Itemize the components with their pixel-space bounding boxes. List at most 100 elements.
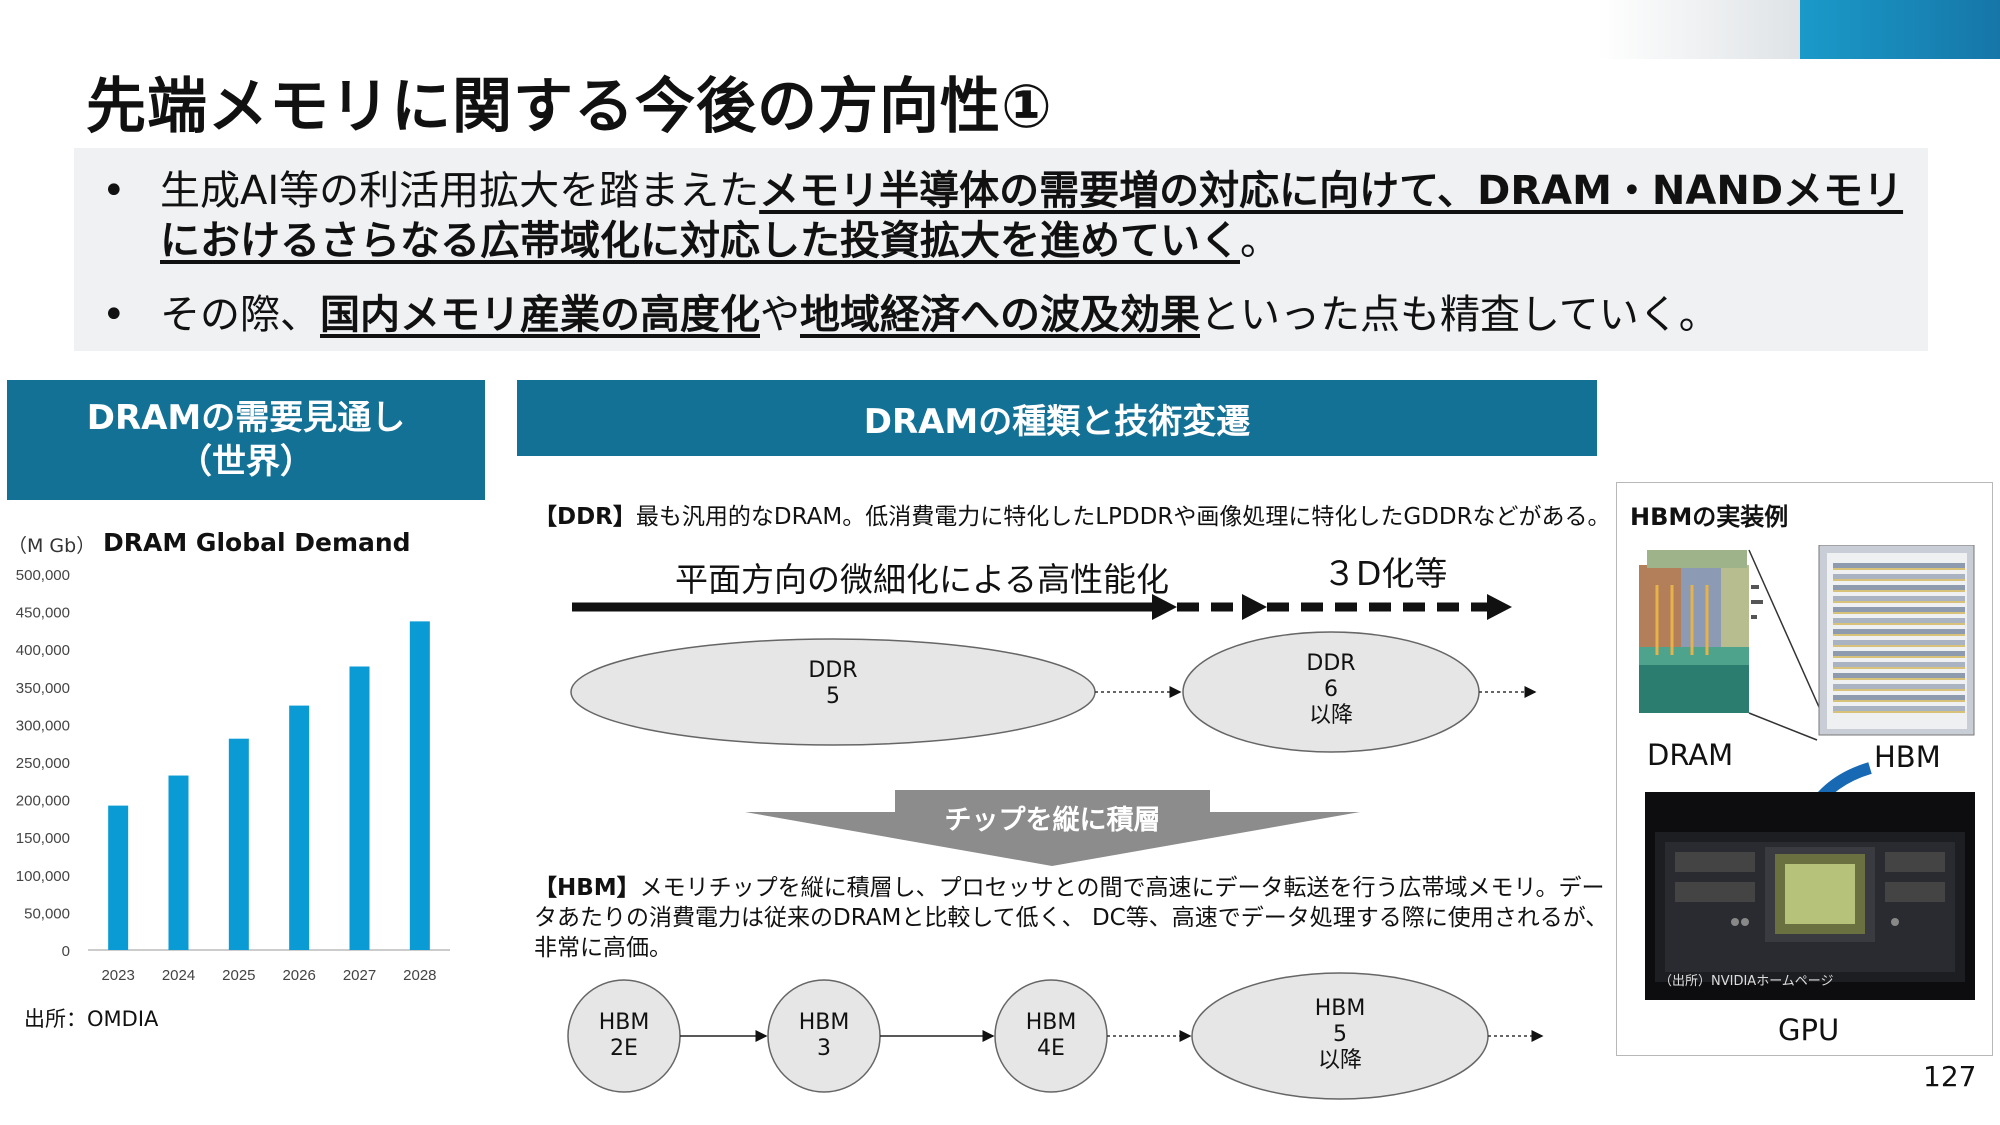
x-tick-label: 2026 <box>282 967 315 984</box>
bullet-box: • 生成AI等の利活用拡大を踏まえたメモリ半導体の需要増の対応に向けて、DRAM… <box>74 148 1928 351</box>
hbm2e-label-line2: 2E <box>610 1036 638 1061</box>
arrow-label-miniaturization: 平面方向の微細化による高性能化 <box>675 560 1170 599</box>
cross-section-bumps <box>1833 612 1965 614</box>
cross-section-bumps <box>1833 623 1965 625</box>
y-tick-label: 450,000 <box>16 605 70 622</box>
chart-source: 出所：OMDIA <box>24 1007 159 1031</box>
bar-2023 <box>108 805 129 950</box>
cross-section-layer <box>1833 651 1965 656</box>
dram-stack-image <box>1639 550 1763 713</box>
cross-section-layer <box>1833 596 1965 601</box>
hbm2e-label: HBM 2E <box>564 1010 684 1062</box>
x-tick-label: 2024 <box>162 967 195 984</box>
y-tick-label: 350,000 <box>16 680 70 697</box>
cross-section-bumps <box>1833 634 1965 636</box>
hbm5-label-line2: 5 <box>1333 1022 1347 1047</box>
cross-section-layer <box>1833 585 1965 590</box>
y-tick-label: 250,000 <box>16 755 70 772</box>
hbm-panel-title: HBMの実装例 <box>1630 503 1789 531</box>
cross-section-bumps <box>1833 678 1965 680</box>
ddr6-label-line2: 6 <box>1324 677 1338 702</box>
hbm4e-label-line2: 4E <box>1037 1036 1065 1061</box>
ddr-roadmap-diagram <box>570 594 1537 753</box>
ddr5-label-line2: 5 <box>826 684 840 709</box>
bullet-dot-icon: • <box>102 292 126 338</box>
cross-section-layer <box>1833 563 1965 568</box>
bar-2025 <box>228 738 249 950</box>
cross-section-layer <box>1833 607 1965 612</box>
dashed-arrow-head-1-icon <box>1242 594 1267 620</box>
stack-transition-arrow <box>745 790 1360 866</box>
bar-2028 <box>409 621 430 950</box>
cross-section-layer <box>1833 684 1965 689</box>
x-tick-label: 2023 <box>101 967 134 984</box>
bullet-2-text-c: や <box>760 292 800 338</box>
demand-forecast-header: DRAMの需要見通し （世界） <box>7 380 485 500</box>
hbm4e-label: HBM 4E <box>991 1010 1111 1062</box>
hbm5-label-line1: HBM <box>1314 996 1366 1021</box>
x-tick-label: 2028 <box>403 967 436 984</box>
hbm3-label-line1: HBM <box>798 1010 850 1035</box>
cross-section-bumps <box>1833 568 1965 570</box>
label-dram: DRAM <box>1647 738 1734 772</box>
hbm-roadmap-diagram <box>567 972 1544 1100</box>
arrow-label-3d: ３D化等 <box>1323 554 1448 593</box>
cross-section-bumps <box>1833 700 1965 702</box>
ddr-note: 【DDR】最も汎用的なDRAM。低消費電力に特化したLPDDRや画像処理に特化し… <box>534 497 1611 531</box>
hbm5-label: HBM 5 以降 <box>1280 996 1400 1074</box>
cross-section-bumps <box>1833 579 1965 581</box>
ddr6-label: DDR 6 以降 <box>1271 651 1391 729</box>
cross-section-bumps <box>1833 601 1965 603</box>
page-title: 先端メモリに関する今後の方向性① <box>86 72 1053 142</box>
solid-arrow-head-icon <box>1152 594 1177 620</box>
dram-types-header: DRAMの種類と技術変遷 <box>517 380 1597 456</box>
chart-title: DRAM Global Demand <box>103 528 411 557</box>
cross-section-layer <box>1833 640 1965 645</box>
ddr-note-tag: 【DDR】 <box>534 504 636 530</box>
y-tick-label: 200,000 <box>16 793 70 810</box>
demand-forecast-header-line1: DRAMの需要見通し <box>86 398 406 438</box>
hbm2e-label-line1: HBM <box>598 1010 650 1035</box>
ddr6-label-line3: 以降 <box>1308 703 1353 728</box>
gpu-board-image <box>1655 832 1965 982</box>
hbm4e-label-line1: HBM <box>1025 1010 1077 1035</box>
bar-2026 <box>289 705 310 950</box>
x-tick-label: 2027 <box>343 967 376 984</box>
y-tick-label: 300,000 <box>16 717 70 734</box>
gpu-photo: （出所）NVIDIAホームページ <box>1645 792 1975 1000</box>
bullet-2-text-e: といった点も精査していく。 <box>1200 292 1719 338</box>
cross-section-layer <box>1833 629 1965 634</box>
bullet-1-text-c: 。 <box>1240 218 1280 264</box>
gpu-photo-source: （出所）NVIDIAホームページ <box>1659 974 1834 989</box>
y-tick-label: 0 <box>62 943 70 960</box>
y-tick-label: 400,000 <box>16 642 70 659</box>
hbm-note-text: メモリチップを縦に積層し、プロセッサとの間で高速にデータ転送を行う広帯域メモリ。… <box>534 875 1609 961</box>
ddr-note-text: 最も汎用的なDRAM。低消費電力に特化したLPDDRや画像処理に特化したGDDR… <box>635 504 1611 530</box>
hbm-note-tag: 【HBM】 <box>534 875 640 901</box>
cross-section-bumps <box>1833 645 1965 647</box>
y-tick-label: 50,000 <box>24 905 70 922</box>
page-number: 127 <box>1923 1060 1977 1093</box>
bar-2024 <box>168 775 189 950</box>
stack-label: チップを縦に積層 <box>944 805 1161 836</box>
corner-blue-decoration <box>1800 0 2000 59</box>
dram-demand-chart: 050,000100,000150,000200,000250,000300,0… <box>16 567 450 984</box>
hbm-cross-section-layers <box>1833 563 1965 713</box>
hbm3-label: HBM 3 <box>764 1010 884 1062</box>
y-tick-label: 150,000 <box>16 830 70 847</box>
bullet-2-text-d: 地域経済への波及効果 <box>800 292 1200 338</box>
cross-section-bumps <box>1833 590 1965 592</box>
dashed-arrow-head-2-icon <box>1487 594 1512 620</box>
corner-gradient-decoration <box>1597 0 1800 59</box>
cross-section-bumps <box>1833 656 1965 658</box>
cross-section-bumps <box>1833 667 1965 669</box>
cross-section-layer <box>1833 618 1965 623</box>
cross-section-layer <box>1833 706 1965 711</box>
bullet-2-text-b: 国内メモリ産業の高度化 <box>320 292 760 338</box>
hbm5-label-line3: 以降 <box>1317 1048 1362 1073</box>
y-tick-label: 500,000 <box>16 567 70 584</box>
cross-section-bumps <box>1833 689 1965 691</box>
bar-2027 <box>349 666 370 950</box>
cross-section-layer <box>1833 673 1965 678</box>
cross-section-layer <box>1833 662 1965 667</box>
